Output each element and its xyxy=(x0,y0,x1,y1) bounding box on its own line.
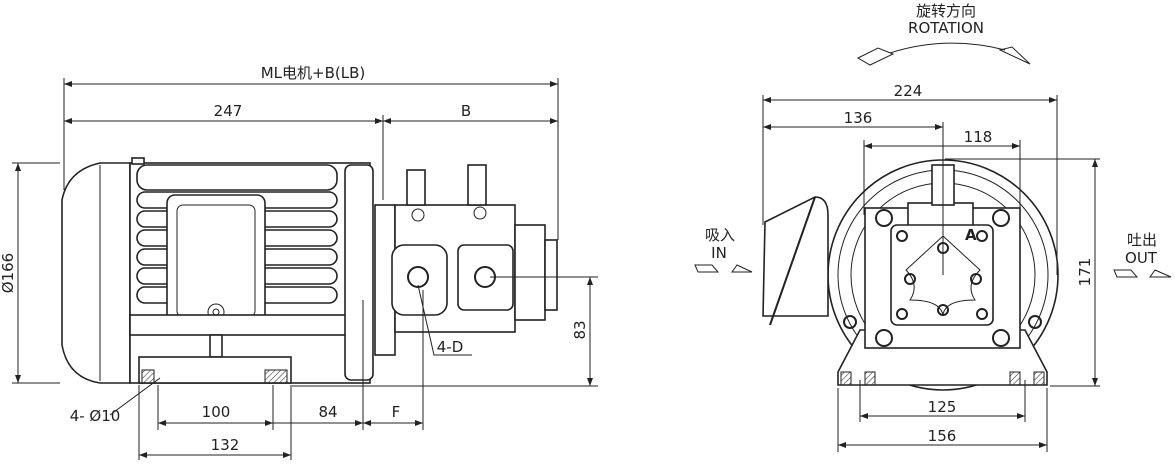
dim-frame: 118 xyxy=(964,128,993,146)
dim-port-spacing: F xyxy=(392,403,401,421)
side-dimensions: ML电机+B(LB) 247 B Ø166 83 4-D 4- Ø10 xyxy=(0,64,598,460)
front-dimensions: 224 136 118 171 125 156 xyxy=(762,82,1100,452)
dim-foot-holes-front: 125 xyxy=(928,398,957,416)
dim-foot-width: 132 xyxy=(211,436,240,454)
terminal-box-front xyxy=(762,196,829,317)
terminal-box xyxy=(166,194,266,328)
dim-motor: 247 xyxy=(214,102,243,120)
dim-width: 224 xyxy=(894,82,923,100)
inlet-en: IN xyxy=(711,244,727,262)
port-label: 4-D xyxy=(437,338,464,356)
rotation-arrow-icon xyxy=(856,42,1031,66)
dim-foot-width-front: 156 xyxy=(928,427,957,445)
outlet-cn: 吐出 xyxy=(1127,231,1157,249)
inlet-port xyxy=(391,244,448,316)
outlet-arrow-icon xyxy=(1113,269,1172,278)
bolts xyxy=(843,209,1042,347)
dim-shaft-height: 83 xyxy=(571,320,589,339)
outlet-en: OUT xyxy=(1125,249,1158,267)
dim-foot-to-port: 84 xyxy=(318,403,337,421)
inlet-cn: 吸入 xyxy=(705,226,735,244)
rotation-cn: 旋转方向 xyxy=(916,2,976,20)
dim-pump: B xyxy=(461,102,471,120)
port-mark: A xyxy=(965,226,977,244)
dim-overall: ML电机+B(LB) xyxy=(261,64,366,82)
inlet-arrow-icon xyxy=(694,264,753,273)
dim-foot-holes: 100 xyxy=(202,403,231,421)
side-view: ML电机+B(LB) 247 B Ø166 83 4-D 4- Ø10 xyxy=(0,64,598,460)
rotation-en: ROTATION xyxy=(908,19,984,37)
dim-diameter: Ø166 xyxy=(0,253,17,293)
dim-center: 136 xyxy=(844,109,873,127)
dim-height: 171 xyxy=(1076,258,1094,287)
front-view: 旋转方向 ROTATION xyxy=(694,2,1172,452)
hole-label: 4- Ø10 xyxy=(70,407,121,425)
fan-cover xyxy=(61,162,131,384)
